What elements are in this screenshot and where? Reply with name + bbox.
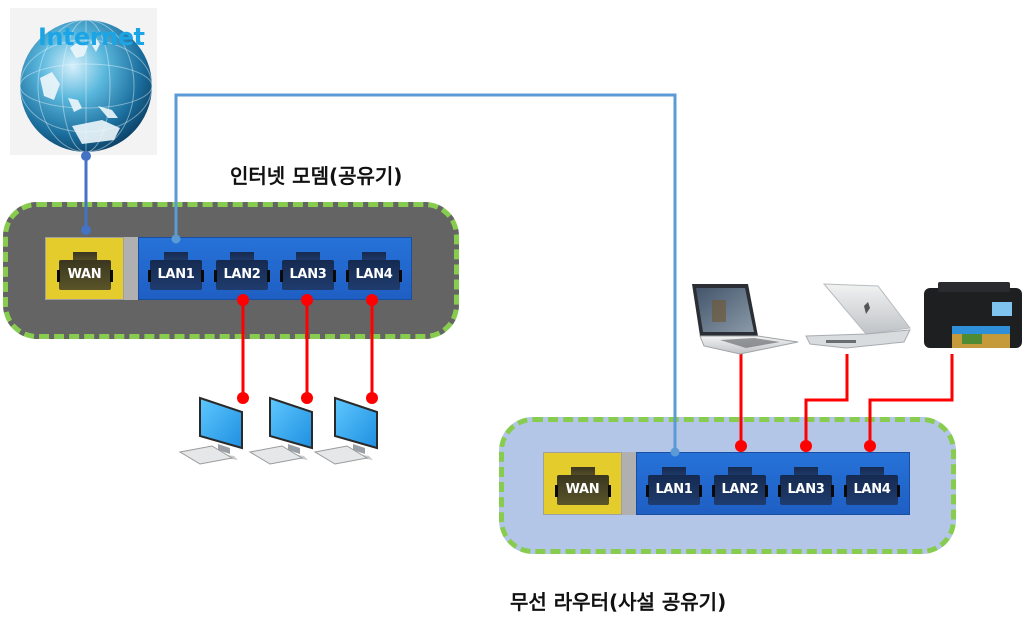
- router-lan2-label: LAN2: [721, 481, 759, 497]
- modem-wan-label: WAN: [67, 266, 102, 282]
- modem-port-panel: WAN LAN1 LAN2 LAN3 LAN4: [45, 237, 412, 300]
- router-lan2-port[interactable]: LAN2: [712, 466, 768, 505]
- wire-modem-lan4-to-pc3: [366, 294, 378, 404]
- modem-wan-section: WAN: [45, 237, 124, 300]
- laptop-icon: [805, 283, 911, 349]
- modem-lan-section: LAN1 LAN2 LAN3 LAN4: [138, 237, 412, 300]
- wire-modem-lan2-to-pc1: [237, 294, 249, 404]
- globe-icon: [19, 19, 153, 153]
- wire-router-lan4-to-printer: [864, 354, 954, 452]
- router-title: 무선 라우터(사설 공유기): [510, 590, 727, 614]
- modem-lan3-label: LAN3: [289, 266, 327, 282]
- wire-internet-to-modem-wan: [81, 151, 91, 235]
- port-divider: [622, 452, 636, 515]
- internet-label: Internet: [38, 23, 145, 51]
- port-divider: [124, 237, 138, 300]
- modem-title: 인터넷 모뎀(공유기): [230, 164, 403, 188]
- modem-lan1-port[interactable]: LAN1: [148, 251, 204, 290]
- wire-modem-lan1-to-router-lan1: [171, 93, 680, 457]
- desktop-pc-icon: [313, 396, 378, 465]
- modem-wan-port[interactable]: WAN: [56, 251, 113, 290]
- router-port-panel: WAN LAN1 LAN2 LAN3 LAN4: [543, 452, 910, 515]
- modem-lan2-port[interactable]: LAN2: [214, 251, 270, 290]
- modem-lan4-port[interactable]: LAN4: [346, 251, 402, 290]
- modem-lan1-label: LAN1: [157, 266, 195, 282]
- laptop-icon: [692, 284, 799, 355]
- internet-globe: Internet: [10, 8, 157, 155]
- printer-icon: [924, 282, 1022, 348]
- wire-router-lan3-to-laptop2: [800, 354, 849, 452]
- wire-modem-lan3-to-pc2: [301, 294, 313, 404]
- router-wan-port[interactable]: WAN: [554, 466, 611, 505]
- router-wan-label: WAN: [565, 481, 600, 497]
- router-lan4-label: LAN4: [853, 481, 891, 497]
- modem-lan2-label: LAN2: [223, 266, 261, 282]
- router-lan4-port[interactable]: LAN4: [844, 466, 900, 505]
- modem-lan3-port[interactable]: LAN3: [280, 251, 336, 290]
- router-lan1-port[interactable]: LAN1: [646, 466, 702, 505]
- router-lan3-port[interactable]: LAN3: [778, 466, 834, 505]
- desktop-pc-icon: [178, 396, 243, 465]
- wire-router-lan2-to-laptop1: [735, 354, 747, 452]
- router-lan3-label: LAN3: [787, 481, 825, 497]
- desktop-pc-icon: [248, 396, 313, 465]
- router-lan1-label: LAN1: [655, 481, 693, 497]
- router-lan-section: LAN1 LAN2 LAN3 LAN4: [636, 452, 910, 515]
- modem-lan4-label: LAN4: [355, 266, 393, 282]
- router-wan-section: WAN: [543, 452, 622, 515]
